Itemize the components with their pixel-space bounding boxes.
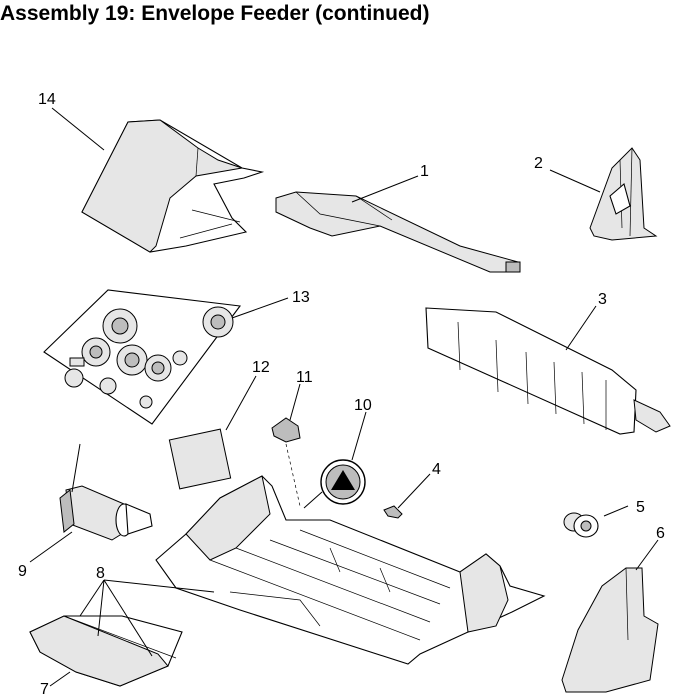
part-13-gear-kit: [43, 289, 242, 425]
part-4-screw: [383, 505, 403, 519]
envelope-feeder-frame: [155, 475, 546, 665]
callout-14: 14: [38, 91, 56, 108]
part-5-bushing: [563, 512, 599, 538]
part-12-label: [168, 428, 232, 490]
callout-13: 13: [292, 289, 310, 306]
part-3-rear-panel: [425, 307, 671, 435]
part-14-cover: [81, 119, 265, 253]
part-2-bracket: [589, 147, 658, 241]
part-1-guide-shaft: [275, 191, 521, 273]
callout-7: 7: [40, 681, 49, 697]
callout-labels: 14 1 2 13 3 12 11 10 4 5 6 9 8 7: [18, 91, 665, 697]
callout-6: 6: [656, 525, 665, 542]
callout-4: 4: [432, 461, 441, 478]
part-6-side-cover: [561, 567, 659, 693]
part-9-motor: [59, 443, 153, 541]
callout-3: 3: [598, 291, 607, 308]
callout-2: 2: [534, 155, 543, 172]
callout-12: 12: [252, 359, 270, 376]
page-title: Assembly 19: Envelope Feeder (continued): [0, 2, 430, 25]
part-10-caution-label: [303, 459, 366, 509]
callout-5: 5: [636, 499, 645, 516]
callout-8: 8: [96, 565, 105, 582]
part-7-tray: [29, 615, 183, 687]
callout-10: 10: [354, 397, 372, 414]
callout-1: 1: [420, 163, 429, 180]
part-11-sensor: [271, 417, 301, 443]
leader-lines: [29, 107, 659, 687]
callout-11: 11: [296, 369, 313, 386]
callout-9: 9: [18, 563, 27, 580]
